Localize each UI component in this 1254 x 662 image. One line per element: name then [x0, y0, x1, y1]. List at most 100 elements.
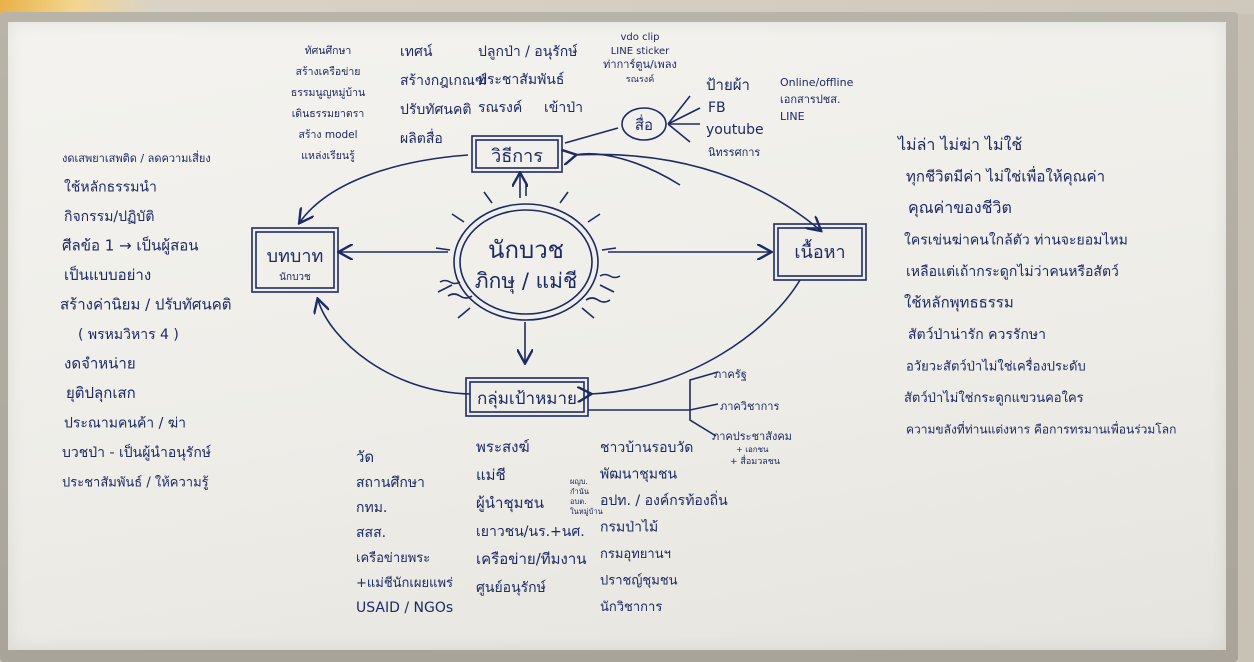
role-items-list: งดเสพยาเสพติด / ลดความเสี่ยงใช้หลักธรรมน… [60, 150, 231, 491]
target-col2-item-0: พระสงฆ์ [476, 438, 530, 456]
role-item-9: ประณามคนค้า / ฆ่า [64, 416, 186, 432]
node-method-label: วิธีการ [491, 146, 543, 167]
content-item-3: ใครเข่นฆ่าคนใกล้ตัว ท่านจะยอมไหม [904, 232, 1128, 249]
target-col3-item-4: กรมอุทยานฯ [600, 547, 671, 562]
media-items-right: Online/offline เอกสารปชส. LINE [780, 76, 854, 123]
method-top-note-0: ปลูกป่า / อนุรักษ์ [478, 43, 578, 60]
content-item-0: ไม่ล่า ไม่ฆ่า ไม่ใช้ [896, 135, 1022, 154]
target-col1-item-5: +แม่ชีนักเผยแพร่ [356, 575, 453, 591]
node-target-label: กลุ่มเป้าหมาย [477, 389, 577, 409]
method-left-note-2: ธรรมนูญหมู่บ้าน [291, 87, 365, 99]
content-items-list: ไม่ล่า ไม่ฆ่า ไม่ใช้ทุกชีวิตมีค่า ไม่ใช่… [896, 135, 1176, 437]
content-item-5: ใช้หลักพุทธธรรม [904, 294, 1014, 313]
target-col2-note-1: กำนัน [570, 487, 589, 496]
target-column-1: วัดสถานศึกษากทม.สสส.เครือข่ายพระ+แม่ชีนั… [356, 448, 453, 616]
method-mid-note-2: ปรับทัศนคติ [400, 102, 471, 118]
role-item-1: ใช้หลักธรรมนำ [64, 179, 157, 196]
role-item-5: สร้างค่านิยม / ปรับทัศนคติ [60, 296, 231, 314]
content-item-8: สัตว์ป่าไม่ใช่กระดูกแขวนคอใคร [904, 390, 1084, 406]
content-item-1: ทุกชีวิตมีค่า ไม่ใช่เพื่อให้คุณค่า [906, 166, 1105, 187]
content-item-4: เหลือแต่เถ้ากระดูกไม่ว่าคนหรือสัตว์ [906, 263, 1119, 280]
target-col2-item-1: แม่ชี [476, 466, 506, 484]
target-col3-item-6: นักวิชาการ [600, 600, 662, 615]
node-media: สื่อ [621, 107, 667, 141]
media-top-note-3: รณรงค์ [626, 73, 654, 85]
node-content-label: เนื้อหา [794, 239, 845, 263]
center-title: นักบวช [488, 236, 564, 264]
whiteboard-surface [8, 22, 1226, 650]
target-col2-note-0: ผญบ. [570, 477, 588, 486]
target-col3-item-5: ปราชญ์ชุมชน [600, 573, 678, 589]
target-col2-note-3: ในหมู่บ้าน [570, 507, 603, 516]
target-col2-item-3: เยาวชน/นร.+นศ. [476, 524, 585, 540]
target-col3-item-3: กรมป่าไม้ [600, 519, 658, 536]
media-branch-lines [667, 95, 701, 143]
line-method-to-media [564, 127, 619, 144]
role-item-4: เป็นแบบอย่าง [64, 265, 151, 284]
media-right-item-1: เอกสารปชส. [780, 93, 840, 106]
target-col1-item-6: USAID / NGOs [356, 600, 453, 616]
arrow-content-to-target [590, 279, 801, 394]
center-node: นักบวช ภิกษุ / แม่ชี [435, 184, 621, 321]
role-item-11: ประชาสัมพันธ์ / ให้ความรู้ [62, 475, 209, 491]
method-notes-left: ทัศนศึกษาสร้างเครือข่ายธรรมนูญหมู่บ้านเด… [291, 45, 365, 162]
method-left-note-0: ทัศนศึกษา [305, 45, 352, 57]
target-col2-note-2: อบต. [570, 497, 587, 506]
role-item-10: บวชป่า - เป็นผู้นำอนุรักษ์ [62, 443, 211, 461]
media-item-0: ป้ายผ้า [706, 76, 750, 94]
center-subtitle: ภิกษุ / แม่ชี [475, 269, 577, 294]
target-col1-item-3: สสส. [356, 525, 386, 541]
node-target: กลุ่มเป้าหมาย [465, 377, 589, 417]
method-left-note-3: เดินธรรมยาตรา [292, 108, 365, 120]
target-col1-item-2: กทม. [356, 500, 387, 516]
connector-lines [300, 95, 820, 437]
target-col3-item-1: พัฒนาชุมชน [600, 467, 678, 483]
method-mid-note-3: ผลิตสื่อ [400, 129, 443, 147]
node-content: เนื้อหา [773, 223, 867, 281]
node-method: วิธีการ [471, 135, 563, 173]
method-top-note-1: ประชาสัมพันธ์ [478, 71, 564, 88]
sector-branch-lines [588, 371, 719, 437]
target-col3-item-2: อปท. / องค์กรท้องถิ่น [600, 491, 728, 509]
media-top-note-1: LINE sticker [611, 46, 670, 57]
method-left-note-1: สร้างเครือข่าย [296, 65, 361, 78]
method-mid-note-0: เทศน์ [400, 43, 433, 60]
target-col3-item-0: ชาวบ้านรอบวัด [600, 440, 693, 456]
media-item-2: youtube [706, 122, 764, 138]
media-right-item-0: Online/offline [780, 76, 854, 89]
target-col1-item-0: วัด [356, 448, 374, 466]
sector-item-2: ภาคประชาสังคม [712, 430, 792, 443]
node-role: บทบาท นักบวช [251, 227, 339, 293]
content-item-6: สัตว์ป่าน่ารัก ควรรักษา [908, 326, 1046, 343]
target-col2-item-4: เครือข่าย/ทีมงาน [476, 550, 587, 568]
content-item-2: คุณค่าของชีวิต [908, 198, 1012, 218]
node-role-label: บทบาท [267, 246, 324, 267]
role-item-7: งดจำหน่าย [64, 355, 136, 373]
method-left-note-5: แหล่งเรียนรู้ [301, 149, 355, 162]
arrow-method-to-role [300, 154, 469, 222]
role-item-3: ศีลข้อ 1 → เป็นผู้สอน [62, 236, 199, 255]
role-item-0: งดเสพยาเสพติด / ลดความเสี่ยง [62, 150, 211, 165]
target-col2-item-2: ผู้นำชุมชน [476, 494, 544, 513]
background-top-strip [0, 0, 1254, 14]
target-col1-item-4: เครือข่ายพระ [356, 550, 430, 566]
media-top-note-0: vdo clip [621, 32, 660, 43]
node-role-sublabel: นักบวช [279, 272, 311, 283]
node-media-label: สื่อ [635, 114, 653, 134]
sector-item-1: ภาควิชาการ [720, 400, 779, 413]
role-item-6: ( พรหมวิหาร 4 ) [78, 327, 179, 343]
method-mid-note-1: สร้างกฎเกณฑ์ [400, 72, 487, 89]
method-left-note-4: สร้าง model [298, 129, 357, 141]
sector-item-0: ภาครัฐ [714, 368, 747, 381]
content-item-9: ความขลังที่ท่านแต่งหาร คือการทรมานเพื่อน… [906, 421, 1176, 437]
media-right-item-2: LINE [780, 110, 805, 123]
arrow-method-to-content [574, 153, 820, 230]
arrow-content-to-method [575, 154, 681, 186]
sun-rays-icon [435, 184, 621, 319]
